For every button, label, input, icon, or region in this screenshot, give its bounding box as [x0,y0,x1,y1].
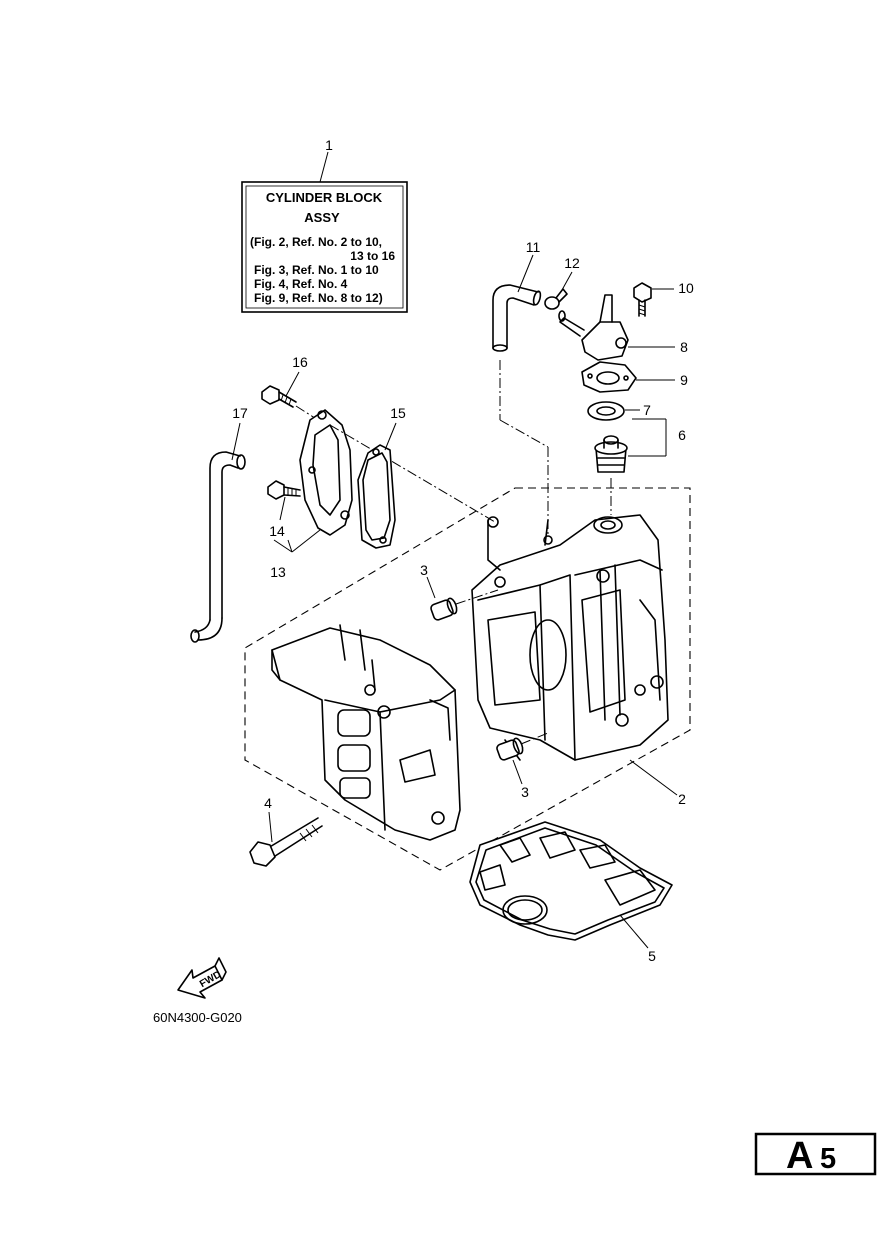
callout-13: 13 [270,564,286,580]
water-hose-17 [190,451,246,643]
cylinder-block [471,514,669,761]
exhaust-cover [299,409,353,536]
callout-17: 17 [232,405,248,421]
cover-bolt-14 [267,480,301,500]
dowel-pin-upper [430,597,458,621]
figure-code: 60N4300-G020 [153,1010,242,1025]
callout-14: 14 [269,523,285,539]
callout-6: 6 [678,427,686,443]
assy-line-5: Fig. 9, Ref. No. 8 to 12) [254,291,383,305]
crankcase-bolt [249,817,323,867]
cover-bolt [633,282,652,317]
page-tag: A 5 [754,1132,877,1177]
callout-5: 5 [648,948,656,964]
page-tag-letter: A [786,1135,813,1177]
hose-clip [544,288,568,310]
fwd-direction-arrow: FWD [177,957,227,999]
callout-3-upper: 3 [420,562,428,578]
cover-bolt-16 [261,385,297,408]
crankcase-half [271,624,461,841]
callout-10: 10 [678,280,694,296]
assy-subtitle: ASSY [304,210,340,225]
thermostat [594,435,628,473]
water-hose-11 [492,284,542,352]
thermostat-gasket [581,361,637,393]
callout-15: 15 [390,405,406,421]
page-tag-number: 5 [820,1143,836,1175]
callout-2: 2 [678,791,686,807]
dowel-pin-lower [496,737,524,761]
assy-label-box: CYLINDER BLOCK ASSY (Fig. 2, Ref. No. 2 … [241,181,408,313]
callout-3-lower: 3 [521,784,529,800]
exhaust-gasket [357,444,396,549]
thermostat-cover [558,294,629,361]
assy-line-4: Fig. 4, Ref. No. 4 [254,277,348,291]
thermostat-seal [587,401,625,421]
callout-16: 16 [292,354,308,370]
assy-line-3: Fig. 3, Ref. No. 1 to 10 [254,263,379,277]
assy-line-1: (Fig. 2, Ref. No. 2 to 10, [250,235,382,249]
callout-8: 8 [680,339,688,355]
base-gasket [469,821,673,941]
assy-line-2: 13 to 16 [350,249,395,263]
assy-title: CYLINDER BLOCK [266,190,383,205]
callout-12: 12 [564,255,580,271]
callout-11: 11 [526,239,541,255]
callout-1: 1 [325,137,333,153]
callout-7: 7 [643,402,651,418]
callout-4: 4 [264,795,272,811]
callout-9: 9 [680,372,688,388]
assembly-group-outline [244,487,691,871]
